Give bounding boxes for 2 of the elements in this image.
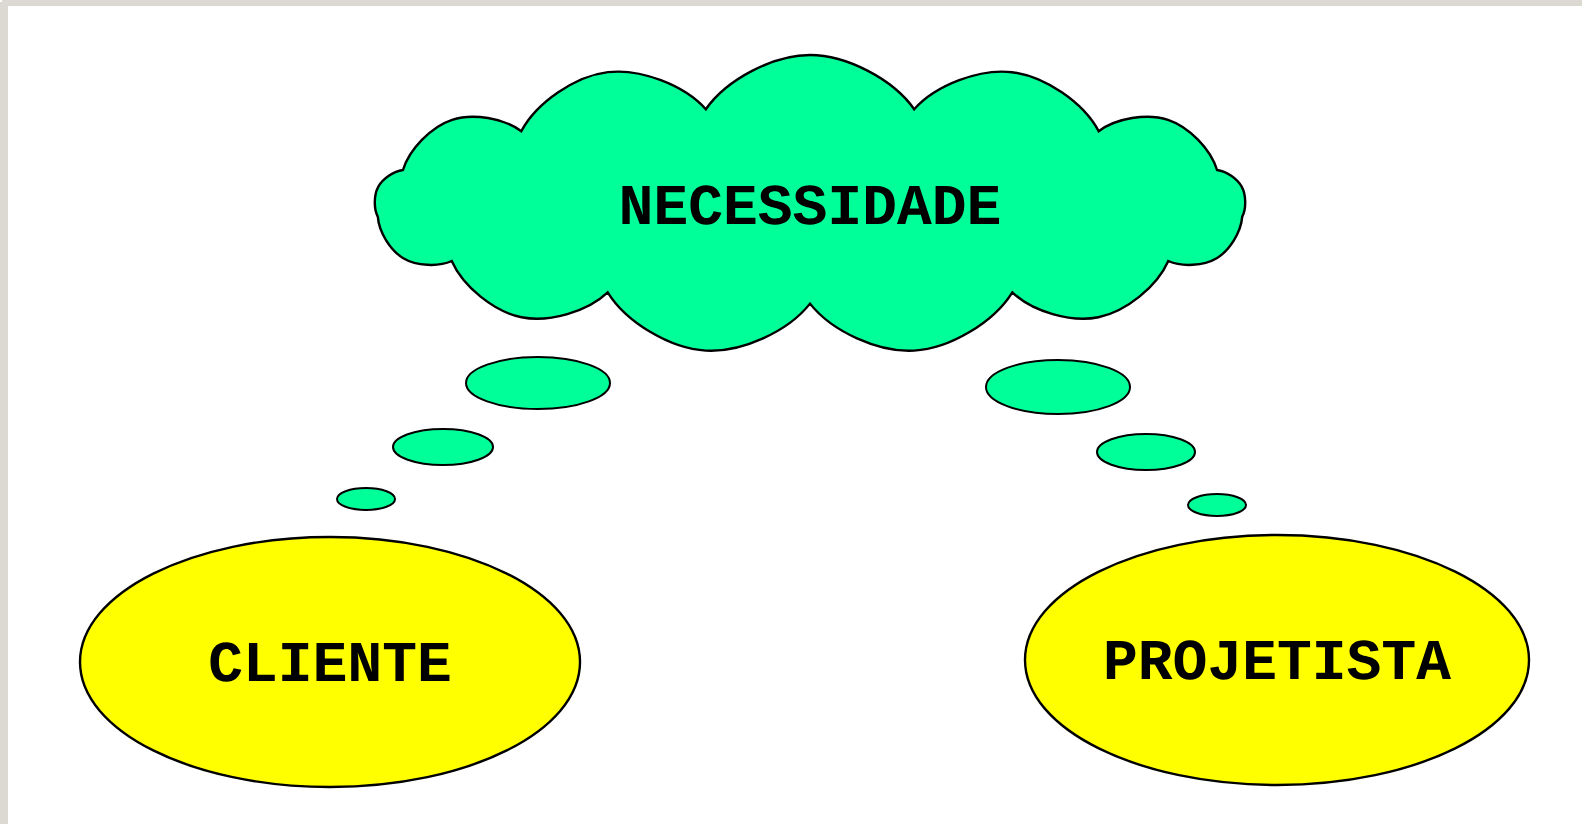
- ellipse-node: CLIENTE: [78, 535, 582, 789]
- ellipse-node: PROJETISTA: [1023, 533, 1531, 787]
